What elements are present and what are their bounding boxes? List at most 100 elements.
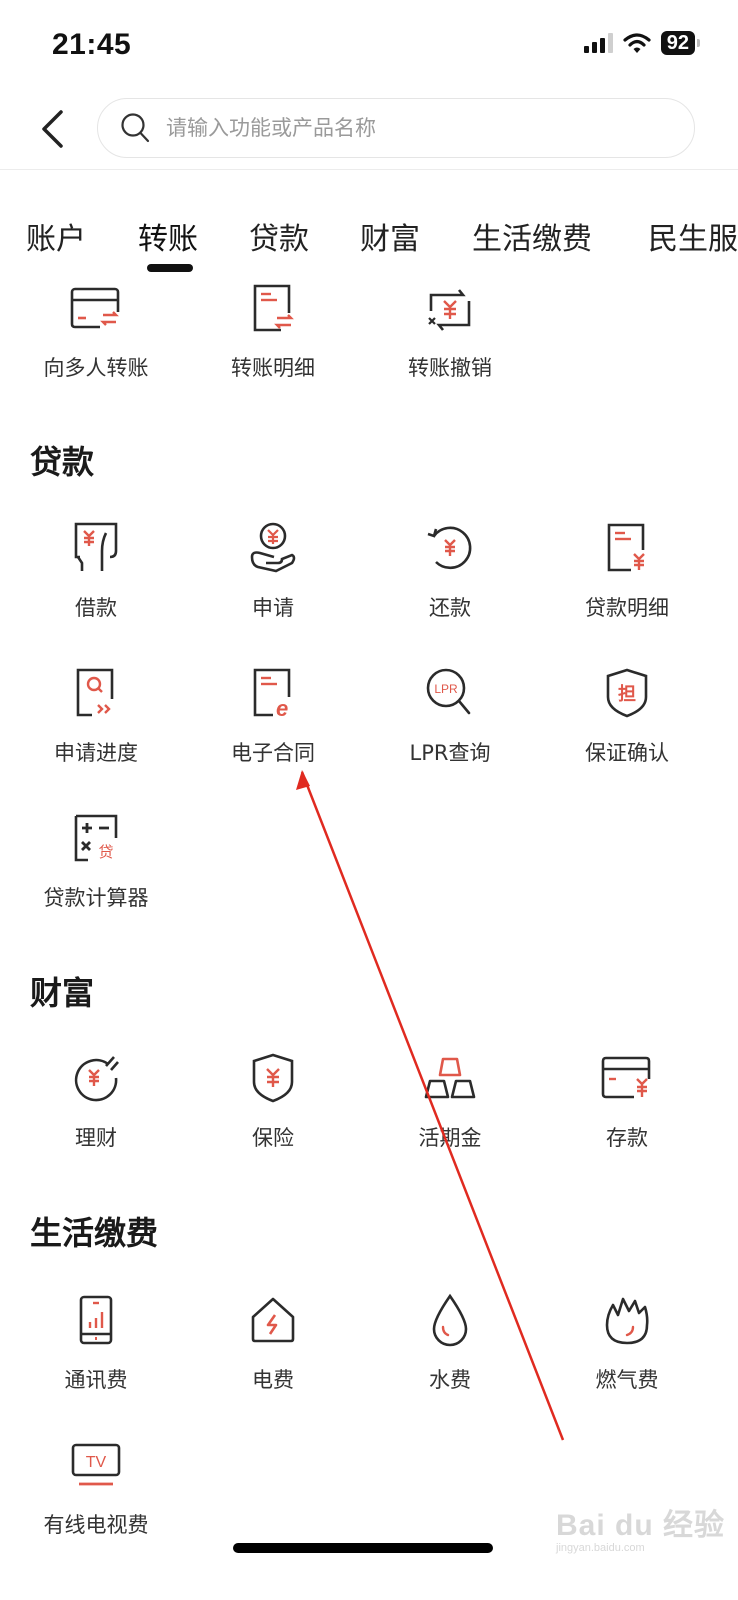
section-title-loans: 贷款 [30, 443, 95, 481]
gold-bars-icon [422, 1050, 478, 1106]
grid-item-phone-bill[interactable]: 通讯费 [6, 1292, 186, 1394]
grid-item-borrow[interactable]: 借款 [6, 520, 186, 622]
tv-icon: TV [68, 1437, 124, 1493]
grid-item-label: 理财 [75, 1126, 117, 1150]
grid-item-loan-calculator[interactable]: 贷 贷款计算器 [6, 810, 186, 912]
grid-item-gold[interactable]: 活期金 [360, 1050, 540, 1152]
utilities-row-2: TV 有线电视费 [0, 1437, 738, 1557]
status-bar: 21:45 92 [0, 0, 738, 90]
utilities-row-1: 通讯费 电费 水费 燃气费 [0, 1292, 738, 1412]
insurance-shield-icon [245, 1050, 301, 1106]
loan-detail-document-icon [599, 520, 655, 576]
apply-coin-hand-icon [245, 520, 301, 576]
loans-row-3: 贷 贷款计算器 [0, 810, 738, 930]
grid-item-deposit[interactable]: 存款 [537, 1050, 717, 1152]
transfer-row: 向多人转账 转账明细 转账撤销 [0, 280, 738, 400]
grid-item-label: 转账撤销 [408, 356, 492, 380]
tab-loans[interactable]: 贷款 [249, 222, 309, 257]
loans-row-1: 借款 申请 还款 [0, 520, 738, 640]
grid-item-label: 转账明细 [231, 356, 315, 380]
grid-item-label: 有线电视费 [43, 1513, 149, 1537]
grid-item-label: 电费 [252, 1368, 294, 1392]
grid-item-label: 燃气费 [595, 1368, 659, 1392]
loans-row-2: 申请进度 e 电子合同 LPR LPR查询 担 [0, 665, 738, 785]
grid-item-cable-tv[interactable]: TV 有线电视费 [6, 1437, 186, 1539]
loan-calculator-icon: 贷 [68, 810, 124, 866]
header [0, 96, 738, 170]
cellular-signal-icon [583, 33, 613, 53]
grid-item-label: 通讯费 [64, 1368, 128, 1392]
grid-item-label: 保险 [252, 1126, 294, 1150]
tab-livelihood[interactable]: 民生服 [648, 222, 738, 257]
wealth-management-icon [68, 1050, 124, 1106]
wifi-icon [623, 33, 651, 53]
category-tabs: 账户 转账 贷款 财富 生活缴费 民生服 [0, 214, 738, 274]
deposit-card-icon [599, 1050, 655, 1106]
grid-item-apply[interactable]: 申请 [183, 520, 363, 622]
grid-item-wealth-management[interactable]: 理财 [6, 1050, 186, 1152]
guarantee-shield-icon: 担 [599, 665, 655, 721]
phone-bill-icon [68, 1292, 124, 1348]
transfer-revoke-icon [422, 280, 478, 336]
grid-item-water[interactable]: 水费 [360, 1292, 540, 1394]
grid-item-multi-transfer[interactable]: 向多人转账 [6, 280, 186, 382]
grid-item-application-progress[interactable]: 申请进度 [6, 665, 186, 767]
e-contract-icon: e [245, 665, 301, 721]
svg-text:担: 担 [618, 683, 636, 705]
application-progress-icon [68, 665, 124, 721]
electricity-icon [245, 1292, 301, 1348]
grid-item-label: 存款 [606, 1126, 648, 1150]
status-icons: 92 [583, 31, 700, 55]
search-bar[interactable] [97, 98, 695, 158]
grid-item-label: 还款 [429, 596, 471, 620]
grid-item-transfer-revoke[interactable]: 转账撤销 [360, 280, 540, 382]
wealth-row: 理财 保险 活期金 存款 [0, 1050, 738, 1170]
svg-text:e: e [276, 696, 288, 719]
grid-item-label: 向多人转账 [43, 356, 149, 380]
grid-item-label: 贷款明细 [585, 596, 669, 620]
grid-item-transfer-detail[interactable]: 转账明细 [183, 280, 363, 382]
grid-item-lpr-query[interactable]: LPR LPR查询 [360, 665, 540, 767]
grid-item-repay[interactable]: 还款 [360, 520, 540, 622]
battery-icon: 92 [660, 31, 700, 55]
watermark-sub: jingyan.baidu.com [556, 1542, 645, 1554]
section-title-wealth: 财富 [30, 974, 95, 1012]
grid-item-gas[interactable]: 燃气费 [537, 1292, 717, 1394]
section-title-utilities: 生活缴费 [30, 1214, 159, 1252]
svg-text:贷: 贷 [98, 843, 113, 861]
grid-item-label: LPR查询 [409, 741, 491, 765]
svg-text:LPR: LPR [434, 682, 458, 696]
tab-utilities[interactable]: 生活缴费 [472, 222, 592, 257]
grid-item-label: 贷款计算器 [43, 886, 149, 910]
borrow-icon [68, 520, 124, 576]
search-icon [121, 113, 150, 143]
grid-item-loan-detail[interactable]: 贷款明细 [537, 520, 717, 622]
document-transfer-icon [245, 280, 301, 336]
search-input[interactable] [166, 116, 646, 140]
grid-item-label: 水费 [429, 1368, 471, 1392]
home-indicator[interactable] [233, 1543, 493, 1553]
grid-item-label: 申请进度 [54, 741, 138, 765]
grid-item-e-contract[interactable]: e 电子合同 [183, 665, 363, 767]
grid-item-label: 电子合同 [231, 741, 315, 765]
chevron-left-icon [42, 110, 63, 148]
gas-flame-icon [599, 1292, 655, 1348]
grid-item-label: 借款 [75, 596, 117, 620]
battery-level: 92 [660, 31, 695, 55]
grid-item-electricity[interactable]: 电费 [183, 1292, 363, 1394]
grid-item-label: 活期金 [418, 1126, 482, 1150]
repay-circle-icon [422, 520, 478, 576]
watermark-main: Bai du 经验 [556, 1509, 726, 1542]
active-tab-indicator [147, 264, 193, 272]
grid-item-label: 申请 [252, 596, 294, 620]
tab-wealth[interactable]: 财富 [360, 222, 420, 257]
tab-transfer[interactable]: 转账 [138, 222, 198, 257]
baidu-watermark: Bai du 经验 jingyan.baidu.com [556, 1500, 725, 1554]
grid-item-insurance[interactable]: 保险 [183, 1050, 363, 1152]
card-transfer-icon [68, 280, 124, 336]
svg-text:TV: TV [86, 1454, 107, 1471]
tab-account[interactable]: 账户 [26, 222, 86, 257]
grid-item-guarantee-confirm[interactable]: 担 保证确认 [537, 665, 717, 767]
back-button[interactable] [32, 104, 72, 154]
lpr-search-icon: LPR [422, 665, 478, 721]
